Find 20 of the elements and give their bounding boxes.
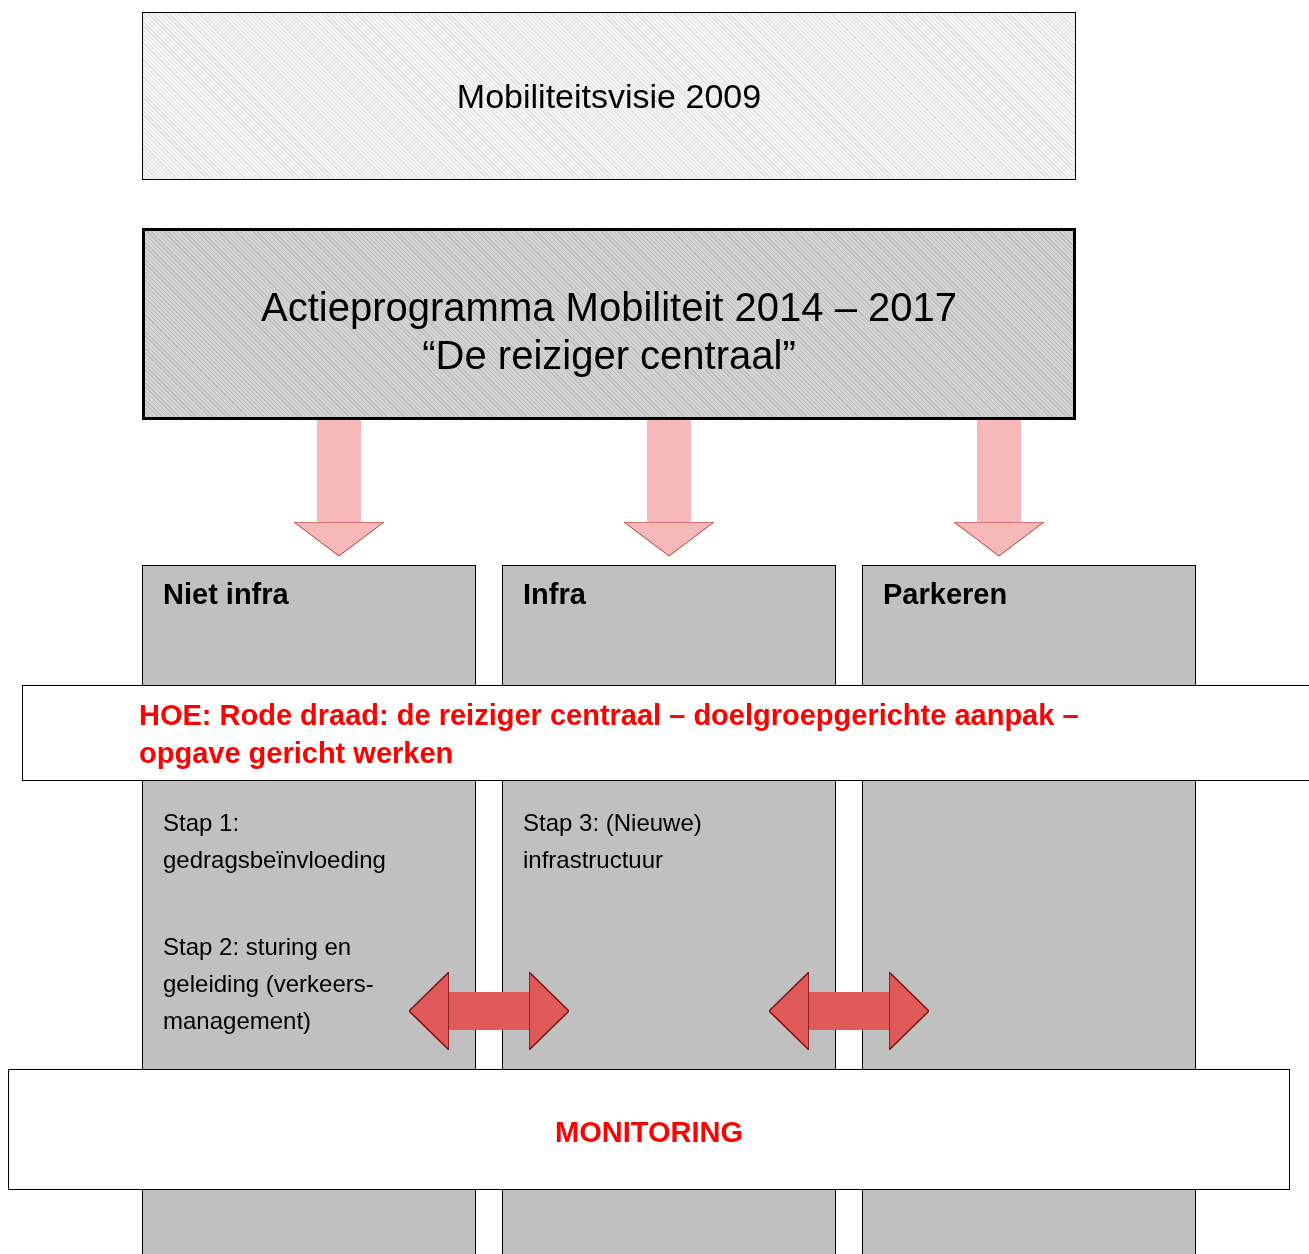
column-heading: Niet infra bbox=[163, 578, 289, 611]
column-heading: Parkeren bbox=[883, 578, 1008, 611]
banner-text: MONITORING bbox=[554, 1116, 744, 1149]
step-text: Stap 2: sturing en geleiding (verkeers- management) bbox=[163, 932, 375, 1036]
title-box bbox=[142, 12, 1076, 180]
double-block-arrow bbox=[408, 971, 570, 1051]
block-arrow bbox=[293, 420, 385, 557]
box-subtitle: “De reiziger centraal” bbox=[422, 332, 796, 379]
block-arrow bbox=[623, 420, 715, 557]
program-box bbox=[142, 228, 1076, 420]
step-text: Stap 1: gedragsbeïnvloeding bbox=[163, 808, 387, 875]
banner-band bbox=[8, 1069, 1290, 1190]
banner-band bbox=[22, 685, 1309, 781]
box-title: Actieprogramma Mobiliteit 2014 – 2017 bbox=[261, 284, 957, 331]
step-text: Stap 3: (Nieuwe) infrastructuur bbox=[523, 808, 703, 875]
double-block-arrow bbox=[768, 971, 930, 1051]
banner-text: HOE: Rode draad: de reiziger centraal – doelgroepgerichte aanpak – opgave gericht werken bbox=[139, 698, 1080, 771]
block-arrow bbox=[953, 420, 1045, 557]
column-heading: Infra bbox=[523, 578, 586, 611]
box-title: Mobiliteitsvisie 2009 bbox=[456, 76, 762, 117]
